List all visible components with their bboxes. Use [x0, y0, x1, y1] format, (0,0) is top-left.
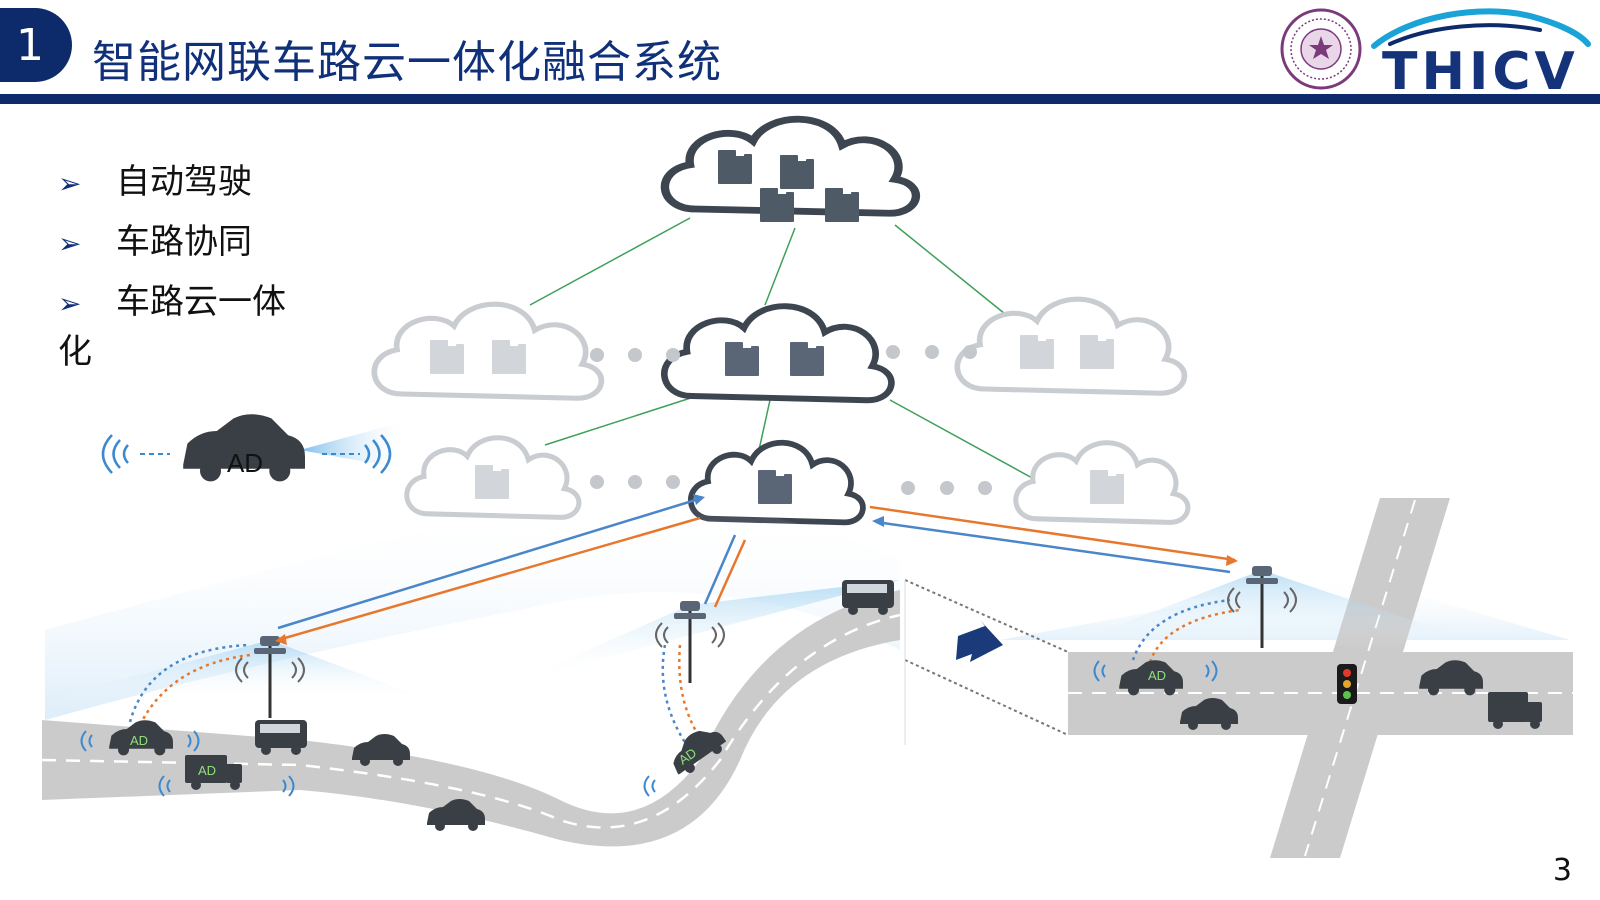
section-number: 1: [0, 8, 72, 82]
thicv-logo-icon: [1371, 8, 1591, 49]
truck-icon: [1488, 692, 1542, 729]
vehicle-tag: AD: [1148, 668, 1166, 683]
autonomous-car-icon: AD: [101, 414, 410, 482]
vehicle-tag: AD: [198, 763, 216, 778]
bullet-arrow-icon: ➢: [58, 167, 82, 200]
road-vehicles: [109, 580, 894, 831]
bullet-label: 车路云一体化: [58, 282, 286, 372]
edge-cloud-left-icon: [374, 304, 601, 398]
bullet-arrow-icon: ➢: [58, 287, 82, 320]
central-cloud-icon: [665, 119, 916, 222]
roadside-cloud-right-icon: [1016, 443, 1188, 523]
ellipsis-dots: [590, 345, 992, 495]
header-rule: [0, 94, 1600, 104]
truck-icon: [185, 755, 242, 790]
university-seal-icon: [1280, 8, 1362, 90]
edge-cloud-center-icon: [664, 306, 891, 400]
vehicle-tag: AD: [227, 448, 263, 478]
curved-road: [41, 502, 901, 847]
bullet-list: ➢自动驾驶 ➢车路协同 ➢车路云一体化: [58, 152, 338, 372]
bus-icon: [255, 720, 307, 755]
logo-wordmark: THICV: [1382, 42, 1579, 102]
data-links: [275, 494, 1238, 645]
bus-icon: [842, 580, 894, 615]
bullet-label: 车路协同: [116, 222, 252, 262]
arrow-right-icon: [956, 620, 1003, 662]
signal-waves: [80, 660, 1218, 797]
bullet-item: ➢车路云一体化: [58, 272, 288, 372]
page-number: 3: [1552, 853, 1572, 888]
zoom-connector: [904, 579, 1069, 745]
bullet-arrow-icon: ➢: [58, 227, 82, 260]
intersection-vehicles: [1119, 660, 1542, 730]
bullet-item: ➢ 车路协同: [58, 212, 338, 272]
bullet-label: 自动驾驶: [116, 162, 252, 202]
edge-cloud-right-icon: [957, 299, 1184, 393]
traffic-light-icon: [1337, 664, 1357, 704]
v2i-arcs: [128, 598, 1241, 751]
roadside-cloud-left-icon: [407, 438, 579, 518]
slide-title: 智能网联车路云一体化融合系统: [92, 37, 722, 88]
bullet-item: ➢ 自动驾驶: [58, 152, 338, 212]
slide-header: 1 智能网联车路云一体化融合系统 THICV: [0, 0, 1600, 104]
vehicle-tag: AD: [130, 733, 148, 748]
cloud-links: [529, 217, 1046, 486]
